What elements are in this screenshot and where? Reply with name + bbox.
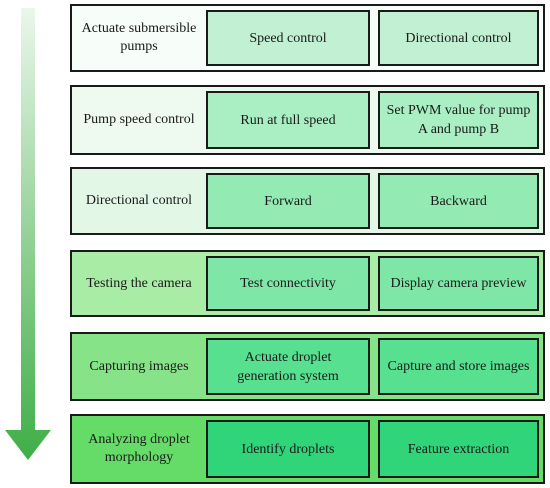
step-title: Directional control (85, 193, 193, 208)
action-box-identify-droplets: Identify droplets (206, 420, 370, 478)
action-box-run-full-speed: Run at full speed (206, 91, 370, 149)
step-title: Capturing images (89, 358, 189, 374)
action-box-actuate-droplet-generation: Actuate droplet generation system (206, 338, 370, 395)
step-title: Testing the camera (86, 275, 192, 291)
step-title: Actuate submersible pumps (81, 21, 197, 54)
step-title: Pump speed control (83, 112, 195, 127)
action-box-feature-extraction: Feature extraction (378, 420, 539, 478)
action-box-capture-store-images: Capture and store images (378, 338, 539, 395)
step-row-analyzing-morphology: Analyzing droplet morphology Identify dr… (70, 414, 545, 484)
process-flow-arrow (5, 8, 51, 460)
step-row-pump-speed-control: Pump speed control Run at full speed Set… (70, 85, 545, 155)
action-box-set-pwm: Set PWM value for pump A and pump B (378, 91, 539, 149)
step-title: Analyzing droplet morphology (88, 432, 190, 465)
action-box-speed-control: Speed control (206, 10, 370, 66)
action-box-directional-control: Directional control (378, 10, 539, 66)
action-box-test-connectivity: Test connectivity (206, 256, 370, 311)
step-row-capturing-images: Capturing images Actuate droplet generat… (70, 332, 545, 401)
step-row-testing-camera: Testing the camera Test connectivity Dis… (70, 250, 545, 317)
action-box-backward: Backward (378, 173, 539, 229)
arrow-shape (5, 8, 51, 460)
step-row-directional-control: Directional control Forward Backward (70, 167, 545, 235)
action-box-camera-preview: Display camera preview (378, 256, 539, 311)
step-row-actuate-pumps: Actuate submersible pumps Speed control … (70, 4, 545, 72)
action-box-forward: Forward (206, 173, 370, 229)
